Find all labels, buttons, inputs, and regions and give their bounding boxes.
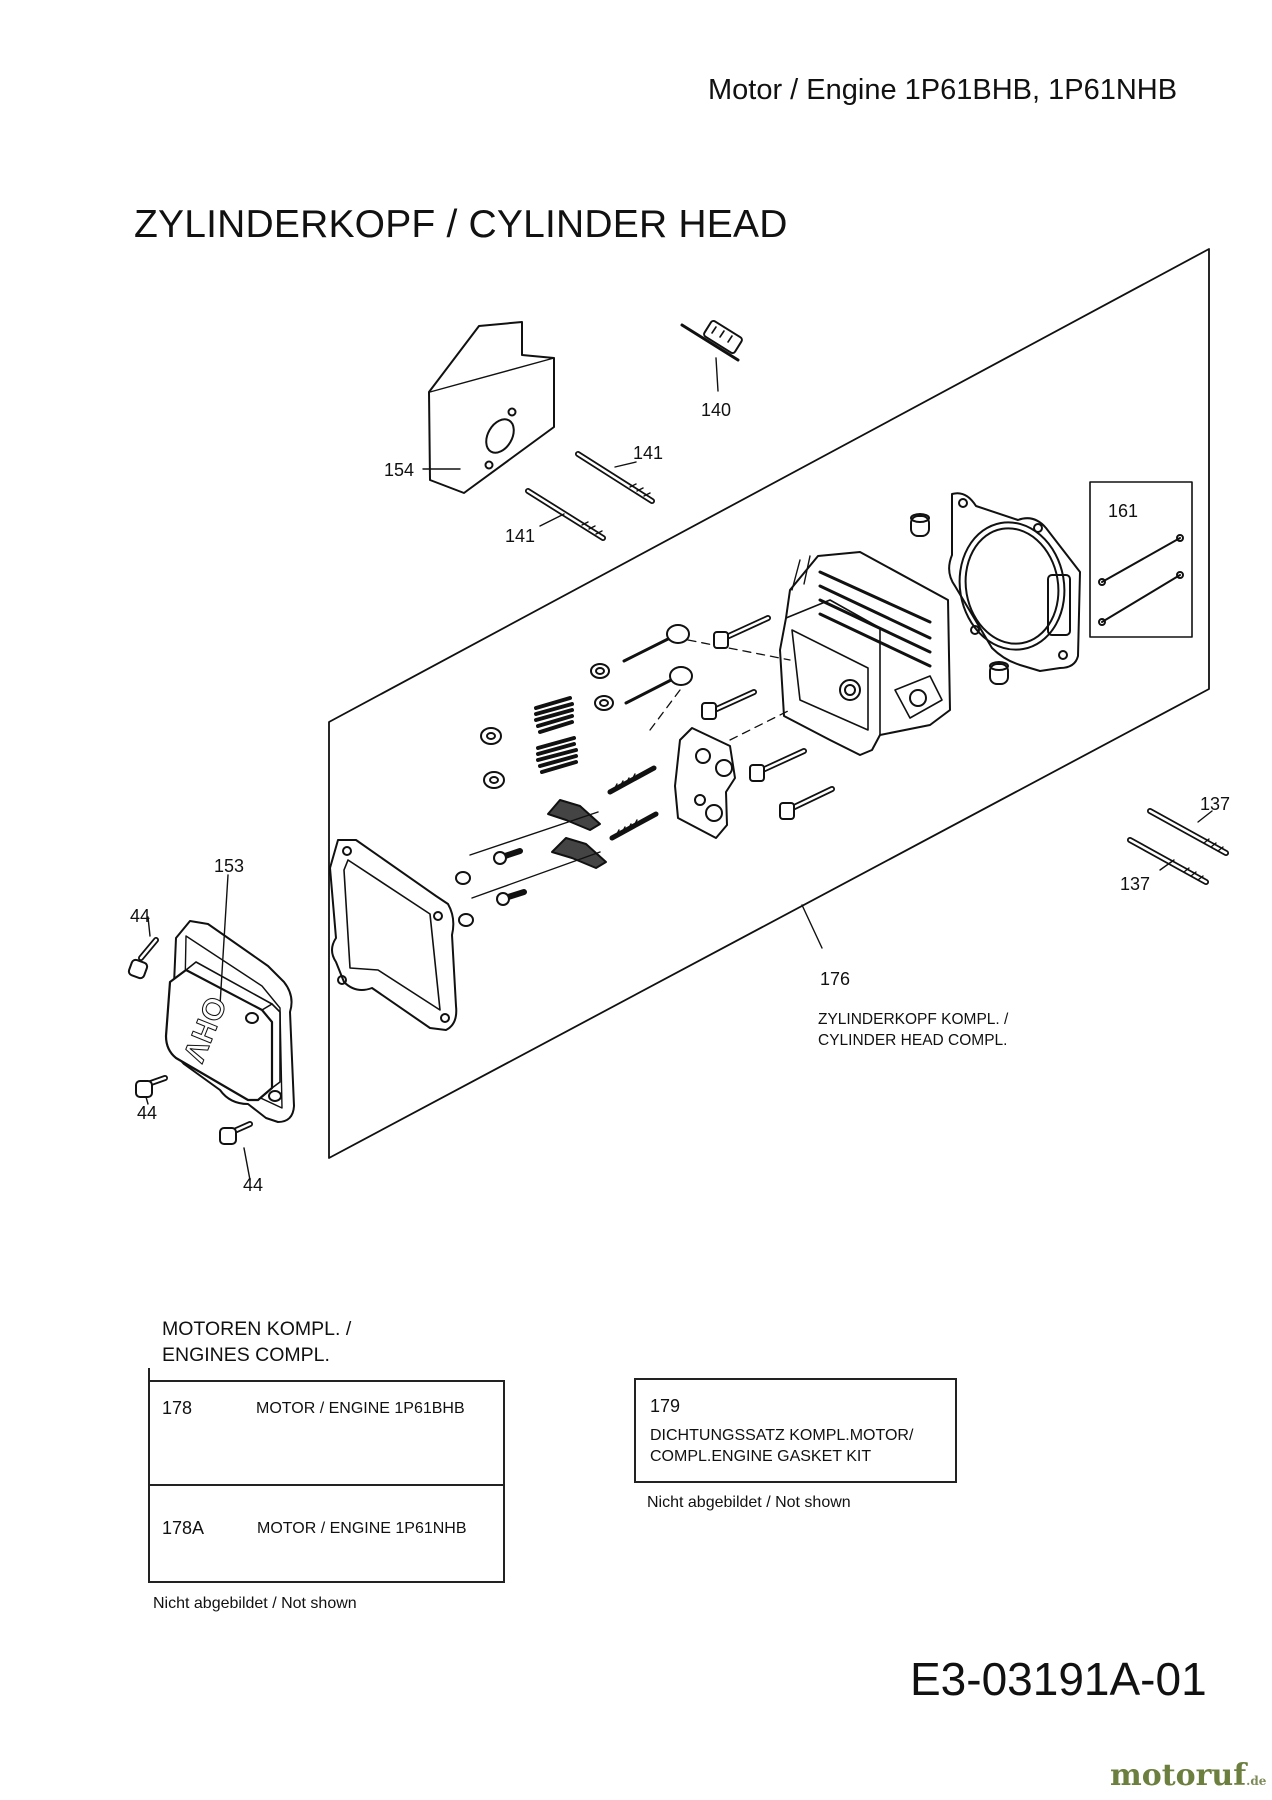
alignment-lines: [649, 639, 791, 741]
rocker-guide-plate: [674, 727, 736, 839]
head-bolt-4: [779, 786, 835, 820]
valve-retainer-upper: [590, 663, 610, 679]
callout-140: 140: [701, 400, 732, 420]
rocker-arm-lower: [471, 837, 607, 899]
brand-watermark: motoruf.de: [1110, 1758, 1266, 1793]
gasket-kit-line1: DICHTUNGSSATZ KOMPL.MOTOR/: [650, 1427, 914, 1444]
valve-retainer-lower: [594, 695, 614, 711]
engines-row-divider: [150, 1484, 503, 1486]
valve-lower: [624, 666, 693, 705]
callout-137-upper: 137: [1200, 794, 1231, 814]
engine-row-1-desc: MOTOR / ENGINE 1P61BHB: [256, 1400, 465, 1417]
leader-176: [801, 904, 823, 949]
engines-table: [148, 1380, 505, 1583]
washer-lower: [483, 771, 505, 789]
valve-spring-upper: [534, 696, 574, 734]
engine-row-2-num: 178A: [162, 1518, 205, 1538]
gasket-kit-box: [634, 1378, 957, 1483]
rocker-stud-upper: [607, 765, 657, 795]
stud-137-upper: [1147, 808, 1229, 856]
section-title: ZYLINDERKOPF / CYLINDER HEAD: [134, 203, 788, 246]
dowel-pin-upper: [910, 513, 930, 537]
rocker-arm-upper: [469, 799, 601, 856]
head-bolt-1: [713, 615, 771, 649]
callout-154: 154: [384, 460, 415, 480]
stud-137-lower: [1127, 837, 1209, 885]
washer-upper: [480, 727, 502, 745]
cylinder-head: [779, 551, 951, 756]
brand-name: motoruf: [1110, 1758, 1247, 1793]
spark-plug-140: [680, 319, 743, 392]
engines-note: Nicht abgebildet / Not shown: [153, 1595, 357, 1612]
heat-shield-154: [422, 321, 555, 494]
callout-44-middle: 44: [137, 1103, 158, 1123]
engines-heading-line2: ENGINES COMPL.: [162, 1344, 330, 1366]
gasket-kit-num: 179: [650, 1396, 681, 1416]
head-bolt-2: [701, 689, 757, 720]
rocker-stud-lower: [609, 811, 659, 841]
valve-cover-153: [164, 874, 295, 1123]
bolt-44-top: [127, 916, 159, 980]
engines-heading-line1: MOTOREN KOMPL. /: [162, 1318, 352, 1340]
dowel-pin-lower: [989, 661, 1009, 685]
pivot-bolt-upper: [455, 848, 523, 885]
callout-161: 161: [1108, 501, 1139, 521]
head-gasket: [948, 492, 1081, 672]
brand-tld: .de: [1246, 1774, 1267, 1788]
callout-176: 176: [820, 969, 851, 989]
document-code: E3-03191A-01: [910, 1653, 1207, 1705]
gasket-kit-line2: COMPL.ENGINE GASKET KIT: [650, 1448, 872, 1465]
assembly-176-desc-line1: ZYLINDERKOPF KOMPL. /: [818, 1011, 1009, 1028]
engines-heading-bracket: [148, 1368, 150, 1382]
pivot-bolt-lower: [458, 889, 527, 927]
valve-cover-gasket: [329, 839, 458, 1031]
callout-141-upper: 141: [633, 443, 664, 463]
engine-row-1-num: 178: [162, 1398, 193, 1418]
callout-44-bottom: 44: [243, 1175, 264, 1195]
head-bolt-3: [749, 748, 807, 782]
assembly-176-desc-line2: CYLINDER HEAD COMPL.: [818, 1032, 1008, 1049]
callout-137-lower: 137: [1120, 874, 1151, 894]
bolt-44-bottom: [219, 1121, 253, 1181]
gasket-kit-note: Nicht abgebildet / Not shown: [647, 1494, 851, 1511]
bolt-44-middle: [135, 1075, 168, 1105]
assembly-frame-176: [328, 248, 1210, 1159]
valve-upper: [622, 624, 690, 663]
callout-44-top: 44: [130, 906, 151, 926]
stud-141-upper: [575, 451, 655, 504]
engine-row-2-desc: MOTOR / ENGINE 1P61NHB: [257, 1520, 467, 1537]
callout-153: 153: [214, 856, 245, 876]
callout-141-lower: 141: [505, 526, 536, 546]
stud-141-lower: [525, 488, 606, 541]
valve-spring-lower: [536, 736, 578, 774]
engine-header: Motor / Engine 1P61BHB, 1P61NHB: [708, 74, 1178, 106]
pushrod-box-161: [1089, 481, 1193, 638]
